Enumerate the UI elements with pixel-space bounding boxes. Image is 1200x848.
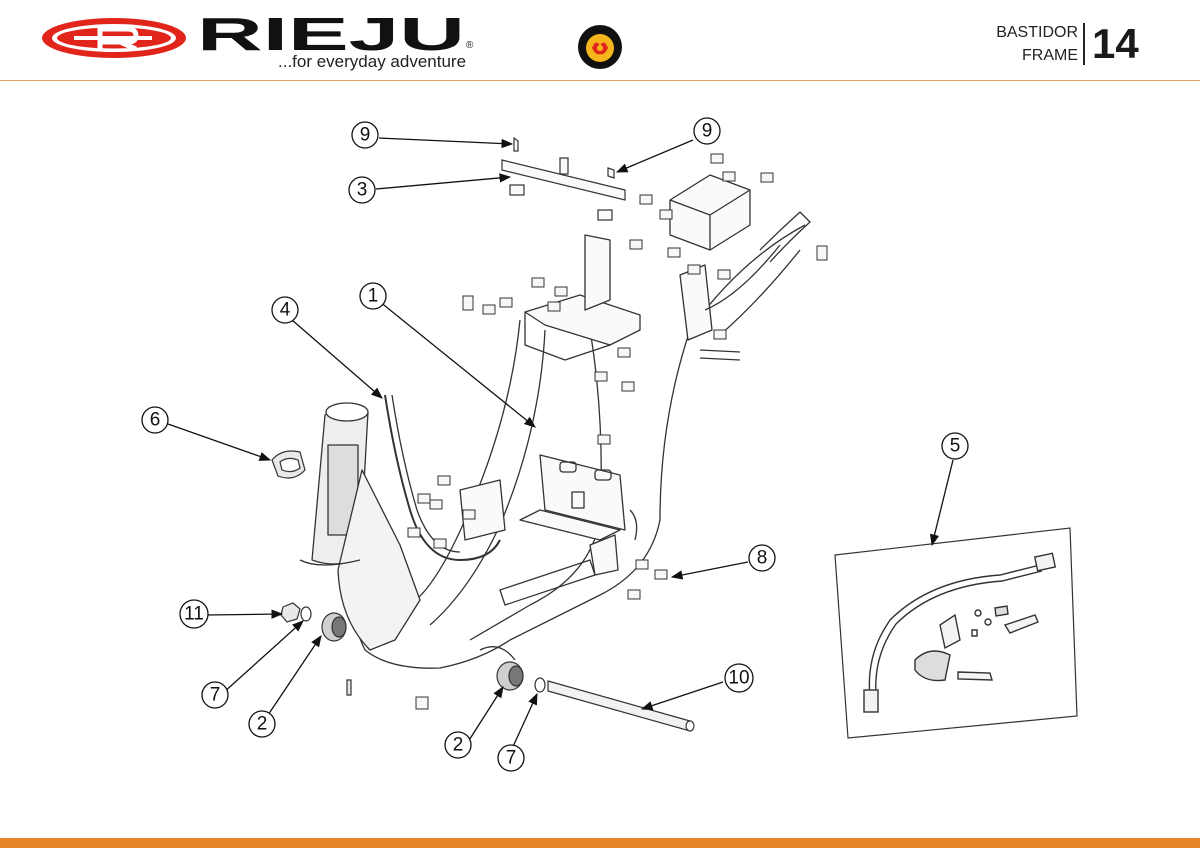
lock-kit-inset (834, 527, 1078, 739)
callout: 7 (201, 681, 229, 709)
rieju-logo-icon (42, 18, 186, 58)
callout-label: 9 (702, 121, 713, 142)
callout: 2 (248, 710, 276, 738)
callout: 10 (724, 663, 754, 693)
section-title-es: BASTIDOR (996, 24, 1078, 41)
callout: 9 (351, 121, 379, 149)
section-divider (1083, 23, 1085, 65)
section-number: 14 (1092, 20, 1139, 67)
page-header: RIEJU ® ...for everyday adventure BASTID… (0, 0, 1200, 81)
callout-label: 2 (453, 735, 464, 756)
callout: 8 (748, 544, 776, 572)
callout-label: 1 (368, 286, 379, 307)
registered-mark: ® (466, 40, 474, 51)
footer-bar (0, 838, 1200, 848)
callout: 4 (271, 296, 299, 324)
callout: 5 (941, 432, 969, 460)
callout-label: 6 (150, 410, 161, 431)
exploded-parts-diagram: 1 2 2 3 4 5 6 7 7 8 9 9 (141, 117, 1078, 772)
callout-label: 9 (360, 125, 371, 146)
badge-icon (578, 25, 622, 69)
callout: 1 (359, 282, 387, 310)
brand-wordmark: RIEJU (197, 14, 465, 52)
frame-drawing (299, 174, 811, 669)
callout-label: 11 (184, 604, 204, 625)
leader-lines (167, 137, 954, 752)
callout: 6 (141, 406, 169, 434)
callout-label: 8 (757, 548, 768, 569)
clip-nuts (407, 153, 828, 710)
callout: 7 (497, 744, 525, 772)
callout-label: 3 (357, 180, 368, 201)
small-parts (271, 450, 695, 732)
callout-label: 4 (280, 300, 291, 321)
callout: 11 (179, 599, 209, 629)
callout: 3 (348, 176, 376, 204)
callout-label: 5 (950, 436, 961, 457)
section-title-en: FRAME (1022, 47, 1078, 64)
brand-text: RIEJU (197, 14, 465, 52)
callout-label: 10 (728, 668, 749, 689)
callout-label: 7 (210, 685, 221, 706)
callout: 2 (444, 731, 472, 759)
tagline: ...for everyday adventure (278, 52, 467, 71)
support-plate-drawing (501, 136, 626, 221)
callout-label: 2 (257, 714, 268, 735)
callout-label: 7 (506, 748, 517, 769)
callout: 9 (693, 117, 721, 145)
